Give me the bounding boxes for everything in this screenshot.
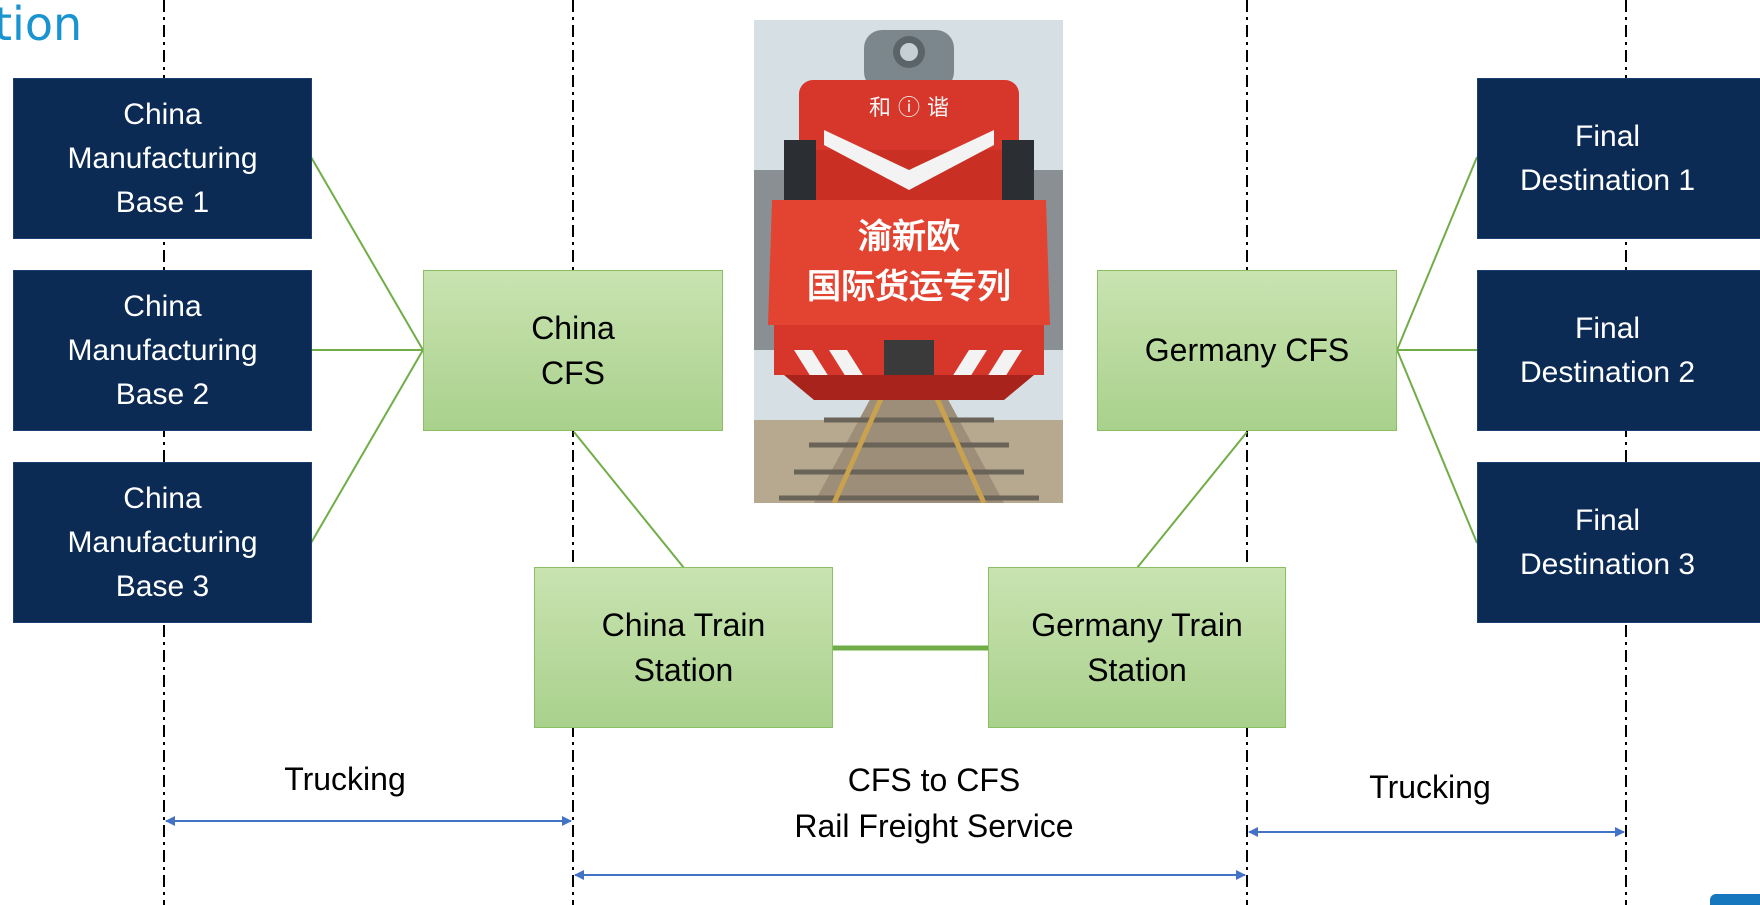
- final-destination-2: Final Destination 2: [1477, 270, 1760, 431]
- connector-cfs-station: [573, 431, 685, 569]
- label-trucking-right: Trucking: [1369, 769, 1491, 805]
- train-illustration: 和 ⓘ 谐 渝新欧 国际货运专列: [754, 20, 1063, 503]
- china-train-station-box: China Train Station: [534, 567, 833, 728]
- connector-gcfs-dest3: [1396, 349, 1478, 544]
- germany-cfs-box: Germany CFS: [1097, 270, 1397, 431]
- final-destination-3: Final Destination 3: [1477, 462, 1760, 623]
- label-rail-freight-service: CFS to CFS Rail Freight Service: [794, 762, 1074, 844]
- connector-gcfs-dest1: [1396, 156, 1478, 351]
- train-photo: 和 ⓘ 谐 渝新欧 国际货运专列: [754, 20, 1063, 503]
- banner-line-2: 国际货运专列: [807, 267, 1011, 307]
- connectors: [310, 156, 1478, 569]
- final-destination-1: Final Destination 1: [1477, 78, 1760, 239]
- china-cfs-box: China CFS: [423, 270, 723, 431]
- connector-base3-cfs: [310, 349, 424, 544]
- connector-base1-cfs: [310, 156, 424, 351]
- germany-train-station-box: Germany Train Station: [988, 567, 1286, 728]
- cab-lettering: 和 ⓘ 谐: [869, 96, 949, 121]
- segment-arrows: [165, 816, 1625, 880]
- slide-title: tion: [0, 0, 83, 51]
- manufacturing-base-3: China Manufacturing Base 3: [13, 462, 312, 623]
- banner-line-1: 渝新欧: [858, 217, 960, 257]
- label-trucking-left: Trucking: [284, 761, 406, 797]
- corner-logo-mark: [1710, 894, 1760, 905]
- manufacturing-base-1: China Manufacturing Base 1: [13, 78, 312, 239]
- connector-gstation-gcfs: [1136, 431, 1248, 569]
- manufacturing-base-2: China Manufacturing Base 2: [13, 270, 312, 431]
